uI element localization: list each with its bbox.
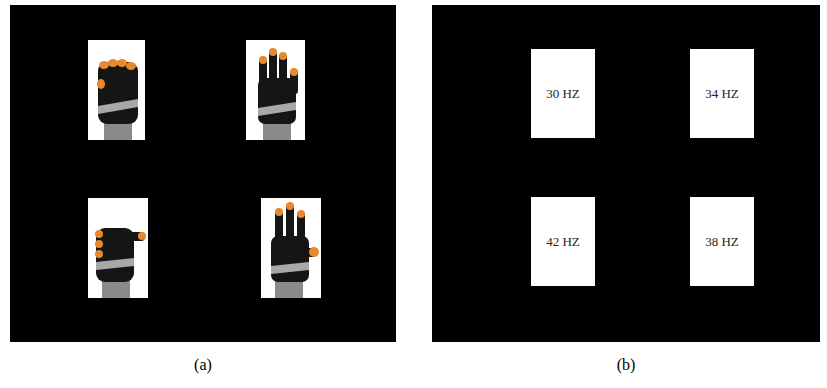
three-finger-gesture (261, 198, 321, 298)
thumb-tip (309, 247, 319, 257)
glove-finger (286, 204, 294, 240)
frequency-box: 38 HZ (690, 197, 754, 286)
fist-gesture (88, 40, 145, 140)
figure-panel: (b) 30 HZ 34 HZ 42 HZ 38 HZ (432, 5, 820, 388)
thumb-gesture (88, 198, 148, 298)
fingertip (279, 52, 287, 60)
glove-band (271, 262, 309, 274)
fingertip (108, 59, 118, 67)
fingertip (297, 210, 305, 218)
frequency-label: 42 HZ (546, 234, 580, 250)
glove-band (96, 258, 134, 270)
panel-caption: (b) (432, 355, 820, 375)
glove-cuff (102, 280, 130, 298)
black-panel (432, 5, 820, 342)
fingertip (95, 240, 103, 248)
fingertip (286, 202, 294, 210)
glove-hand (258, 78, 296, 124)
gesture-card (88, 40, 145, 140)
glove-cuff (263, 122, 291, 140)
gesture-card (88, 198, 148, 298)
fingertip (99, 61, 109, 69)
gesture-card (246, 40, 305, 140)
glove-band (98, 99, 138, 114)
gesture-card (261, 198, 321, 298)
frequency-label: 38 HZ (705, 234, 739, 250)
fingertip (275, 208, 283, 216)
open-hand-gesture (246, 40, 305, 140)
frequency-label: 30 HZ (546, 86, 580, 102)
panel-caption: (a) (10, 355, 396, 375)
glove-band (258, 102, 296, 116)
fingertip (95, 230, 103, 238)
glove-thumb (303, 248, 317, 257)
fingertip (95, 250, 103, 258)
glove-thumb (128, 232, 145, 241)
glove-finger (259, 58, 267, 86)
glove-finger (279, 54, 287, 84)
thumb-tip (97, 79, 105, 89)
fingertip (117, 59, 127, 67)
frequency-box: 30 HZ (531, 49, 595, 138)
frequency-box: 34 HZ (690, 49, 754, 138)
fingertip (126, 62, 136, 70)
glove-finger (269, 50, 277, 84)
glove-hand (98, 62, 138, 124)
glove-cuff (104, 122, 132, 140)
black-panel (10, 5, 396, 342)
thumb-tip (138, 232, 146, 240)
glove-hand (96, 228, 134, 282)
glove-finger (297, 212, 305, 242)
glove-finger (290, 70, 298, 94)
glove-cuff (275, 280, 303, 298)
glove-hand (271, 236, 309, 282)
glove-finger (275, 210, 283, 242)
fingertip (259, 56, 267, 64)
fingertip (269, 48, 277, 56)
frequency-box: 42 HZ (531, 197, 595, 286)
figure-panel: (a) (10, 5, 396, 388)
fingertip (290, 68, 298, 76)
frequency-label: 34 HZ (705, 86, 739, 102)
